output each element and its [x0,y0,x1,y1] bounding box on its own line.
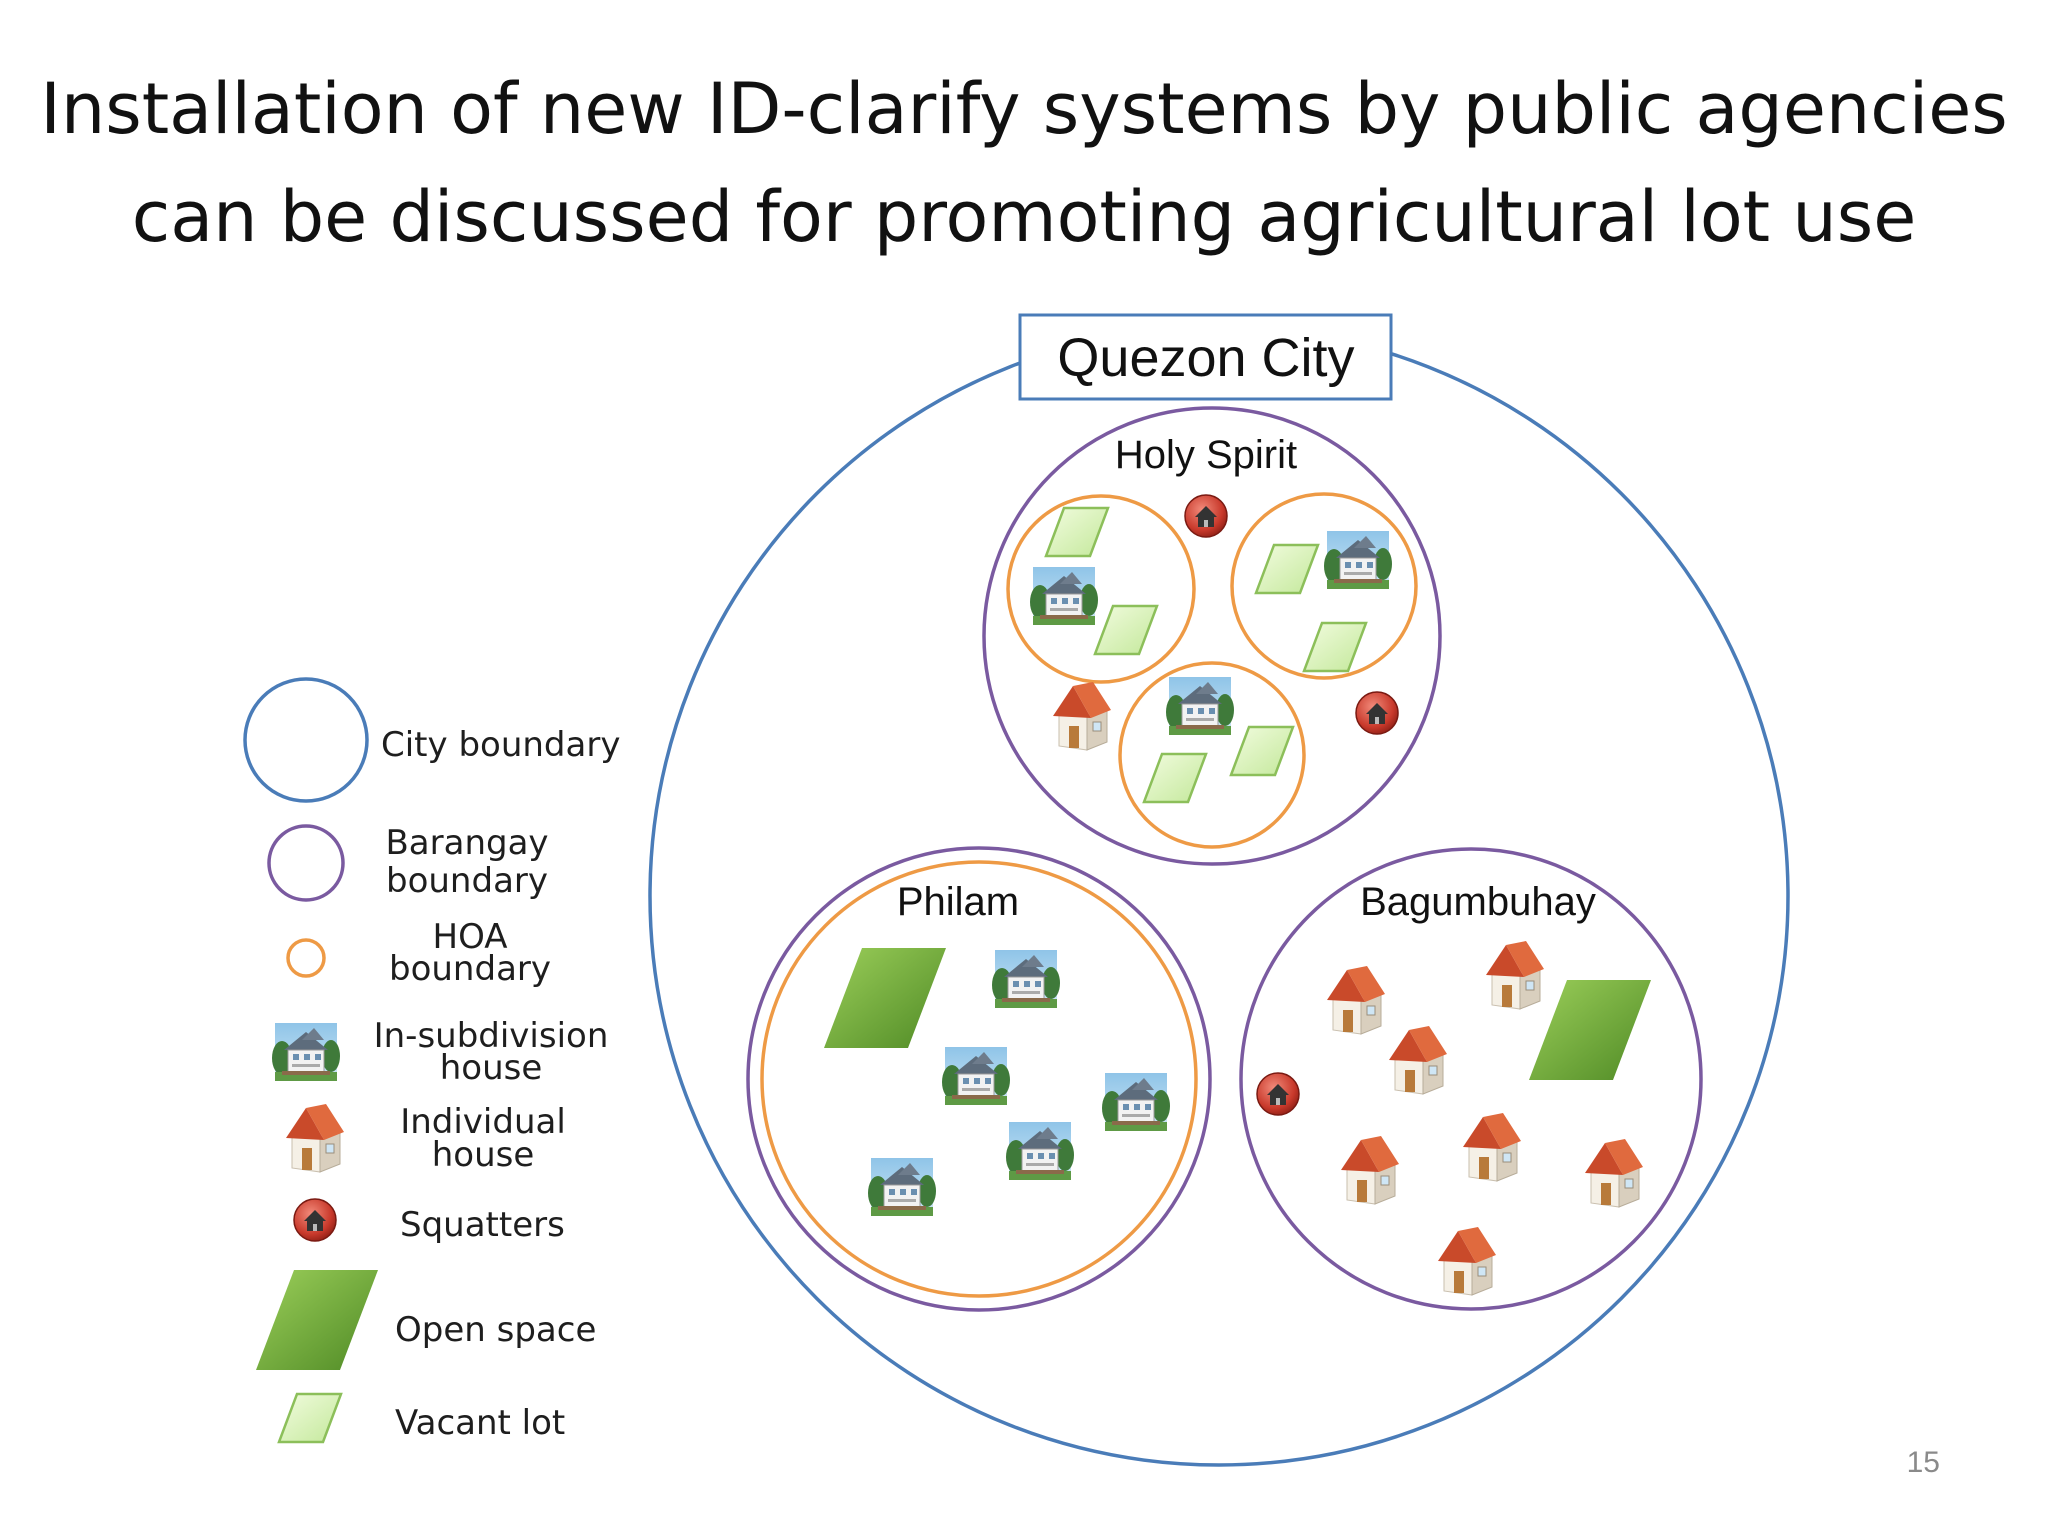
individual-house-icon [1462,1112,1522,1182]
in-subdivision-house-icon [867,1157,937,1217]
page-number: 15 [1906,1446,1940,1479]
legend: City boundary Barangay boundary HOA boun… [243,677,620,1444]
legend-open-space-icon [256,1270,378,1370]
legend-individual-house-icon [285,1103,345,1173]
individual-house-icon [1326,965,1386,1035]
vacant-lot-icon [1044,506,1110,558]
in-subdivision-house-icon [1005,1121,1075,1181]
legend-barangay-boundary-swatch [267,824,345,902]
individual-house-icon [1437,1226,1497,1296]
open-space-icon [824,948,946,1048]
legend-city-boundary-swatch [243,677,369,803]
slide-title-line-1: Installation of new ID-clarify systems b… [40,68,2008,150]
vacant-lot-icon [1093,604,1159,656]
vacant-lot-icon [1302,621,1368,673]
legend-individual-label-line2: house [432,1135,535,1175]
hoa-boundary [1118,661,1306,849]
squatter-icon [1355,691,1399,735]
individual-house-icon [1388,1025,1448,1095]
legend-hoa-boundary-label-line1: HOA [433,917,508,957]
in-subdivision-house-icon [941,1046,1011,1106]
barangay-label-philam: Philam [897,880,1019,924]
vacant-lot-icon [1142,752,1208,804]
barangay-boundary-holy-spirit [982,406,1442,866]
legend-in-subdivision-label-line2: house [440,1048,543,1088]
legend-hoa-boundary-swatch [286,938,326,978]
open-space-icon [1529,980,1651,1080]
barangay-label-bagumbuhay: Bagumbuhay [1360,880,1596,924]
legend-barangay-boundary-label-line1: Barangay [385,823,548,863]
in-subdivision-house-icon [1165,676,1235,736]
barangay-boundary-bagumbuhay [1239,847,1703,1311]
legend-open-space-label: Open space [395,1310,596,1350]
individual-house-icon [1052,681,1112,751]
legend-in-subdivision-label-line1: In-subdivision [374,1016,609,1056]
legend-barangay-boundary-label-line2: boundary [386,861,548,901]
vacant-lot-icon [1254,543,1320,595]
legend-squatters-label: Squatters [400,1205,565,1245]
city-label-box [1018,313,1393,401]
city-label: Quezon City [1057,328,1354,388]
legend-individual-label-line1: Individual [400,1102,566,1142]
vacant-lot-icon [1229,725,1295,777]
legend-city-boundary-label: City boundary [381,725,620,765]
legend-vacant-lot-label: Vacant lot [395,1403,565,1443]
hoa-boundary [1230,492,1418,680]
individual-house-icon [1584,1138,1644,1208]
in-subdivision-house-icon [1029,566,1099,626]
hoa-boundary [760,860,1198,1298]
city-boundary-circle [648,325,1790,1467]
hoa-boundary [1006,494,1196,684]
legend-hoa-boundary-label-line2: boundary [389,949,551,989]
individual-house-icon [1485,940,1545,1010]
in-subdivision-house-icon [991,949,1061,1009]
in-subdivision-house-icon [1323,530,1393,590]
barangay-label-holy-spirit: Holy Spirit [1115,433,1297,477]
in-subdivision-house-icon [1101,1072,1171,1132]
squatter-icon [1256,1072,1300,1116]
individual-house-icon [1340,1135,1400,1205]
legend-squatter-icon [293,1198,337,1242]
legend-in-subdivision-house-icon [271,1022,341,1082]
squatter-icon [1184,494,1228,538]
barangay-boundary-philam [746,846,1212,1312]
legend-vacant-lot-icon [277,1392,343,1444]
slide-title-line-2: can be discussed for promoting agricultu… [131,176,1917,258]
